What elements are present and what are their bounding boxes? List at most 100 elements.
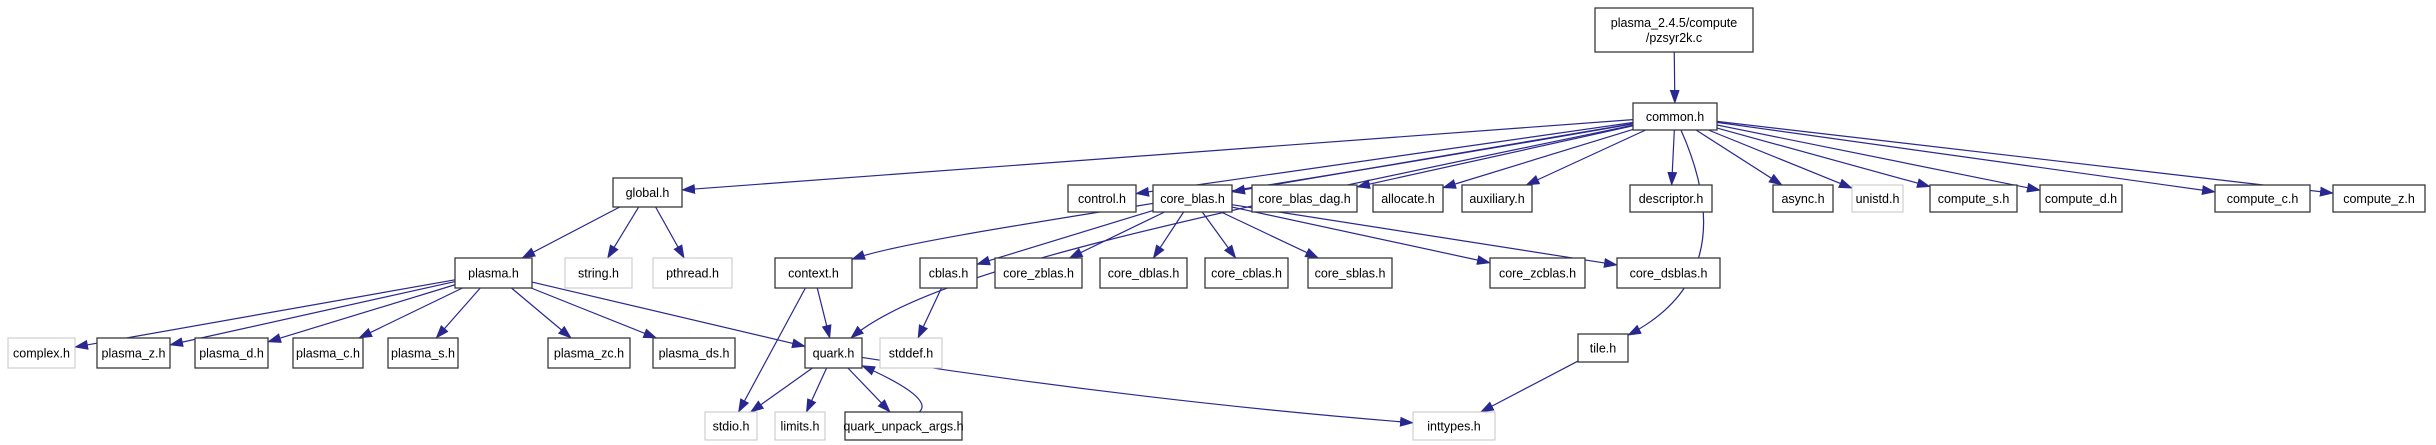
graph-node-label: global.h [626,186,670,200]
edge-plasma-to-quark [531,281,806,349]
graph-node-label: descriptor.h [1639,192,1704,206]
edge-common-to-descriptor [1667,129,1678,186]
edge-quark-to-stdio [749,367,813,413]
edge-common-to-compute_z [1716,120,2334,197]
graph-node-label: quark.h [813,347,855,361]
edge-common-to-auxiliary [1525,129,1646,186]
graph-node-async[interactable]: async.h [1772,184,1834,213]
graph-node-label: plasma.h [468,267,519,281]
edge-main-to-common [1669,51,1680,104]
edge-core_blas-to-core_dblas [1152,211,1185,259]
graph-node-unistd: unistd.h [1851,184,1904,213]
graph-node-cblas[interactable]: cblas.h [919,257,978,289]
graph-node-auxiliary[interactable]: auxiliary.h [1461,184,1533,213]
edge-quark-to-inttypes [861,356,1414,427]
graph-node-control[interactable]: control.h [1067,184,1137,213]
graph-node-core_blas[interactable]: core_blas.h [1152,184,1233,213]
edge-core_blas-to-core_cblas [1201,211,1237,259]
graph-node-label: plasma_d.h [199,347,264,361]
edge-common-to-compute_c [1716,121,2216,196]
edge-cblas-to-stddef [917,287,943,339]
graph-node-core_dblas[interactable]: core_dblas.h [1099,257,1188,289]
graph-node-label: limits.h [781,420,820,434]
graph-node-string: string.h [564,257,633,289]
graph-node-tile[interactable]: tile.h [1577,333,1629,363]
graph-node-label: core_dsblas.h [1630,267,1708,281]
graph-node-label: core_cblas.h [1211,267,1282,281]
graph-node-compute_z[interactable]: compute_z.h [2332,184,2426,213]
graph-node-label: core_dblas.h [1108,267,1180,281]
graph-node-main: plasma_2.4.5/compute/pzsyr2k.c [1594,7,1754,53]
graph-node-plasma[interactable]: plasma.h [454,257,533,289]
graph-node-compute_c[interactable]: compute_c.h [2214,184,2311,213]
graph-node-label: unistd.h [1856,192,1900,206]
edge-global-to-string [607,206,640,259]
edge-quark-to-limits [805,367,828,413]
edge-plasma-to-complex [74,279,456,350]
graph-node-label: common.h [1646,110,1704,124]
edge-plasma-to-plasma_zc [511,287,572,339]
graph-node-descriptor[interactable]: descriptor.h [1629,184,1713,213]
edge-common-to-control [1135,121,1634,197]
graph-node-complex: complex.h [7,337,76,369]
graph-node-plasma_c[interactable]: plasma_c.h [292,337,364,369]
graph-node-core_dsblas[interactable]: core_dsblas.h [1616,257,1721,289]
graph-node-compute_d[interactable]: compute_d.h [2039,184,2123,213]
graph-node-label: core_blas_dag.h [1258,192,1350,206]
edge-plasma-to-plasma_c [358,287,463,339]
graph-node-label: plasma_c.h [296,347,360,361]
graph-node-plasma_z[interactable]: plasma_z.h [96,337,171,369]
edge-global-to-plasma [521,206,621,259]
graph-node-plasma_s[interactable]: plasma_s.h [387,337,459,369]
edge-global-to-pthread [655,206,685,259]
edge-common-to-quark [850,124,1634,339]
edge-context-to-stdio [738,287,806,413]
graph-node-inttypes: inttypes.h [1412,411,1496,441]
graph-node-quark[interactable]: quark.h [804,337,863,369]
graph-node-core_zblas[interactable]: core_zblas.h [994,257,1083,289]
graph-node-label: core_zcblas.h [1499,267,1576,281]
graph-node-label: string.h [578,267,619,281]
graph-node-core_blas_dag[interactable]: core_blas_dag.h [1251,184,1358,213]
edge-tile-to-inttypes [1479,360,1579,413]
graph-node-label: control.h [1078,192,1126,206]
edge-plasma-to-plasma_d [267,284,456,343]
graph-node-allocate[interactable]: allocate.h [1372,184,1444,213]
edge-common-to-unistd [1708,129,1853,189]
graph-node-limits: limits.h [774,411,826,441]
graph-node-common[interactable]: common.h [1632,102,1718,131]
graph-node-label: quark_unpack_args.h [843,420,963,434]
graph-node-label: tile.h [1590,342,1616,356]
graph-node-label: stddef.h [889,347,934,361]
graph-node-core_sblas[interactable]: core_sblas.h [1307,257,1393,289]
graph-node-label: auxiliary.h [1469,192,1524,206]
graph-node-pthread: pthread.h [652,257,733,289]
graph-node-core_zcblas[interactable]: core_zcblas.h [1489,257,1586,289]
graph-node-label: core_zblas.h [1003,267,1074,281]
graph-node-label: plasma_ds.h [659,347,730,361]
edge-context-to-quark [816,287,832,339]
graph-node-label: stdio.h [713,420,750,434]
graph-node-label: core_blas.h [1160,192,1225,206]
graph-node-label: async.h [1781,192,1824,206]
graph-node-compute_s[interactable]: compute_s.h [1929,184,2018,213]
graph-node-label: compute_c.h [2227,192,2299,206]
graph-node-stddef: stddef.h [879,337,943,369]
edge-plasma-to-plasma_z [169,280,456,347]
graph-node-label: allocate.h [1381,192,1435,206]
graph-node-stdio: stdio.h [704,411,758,441]
graph-node-global[interactable]: global.h [612,177,683,208]
graph-node-quark_unpack_args[interactable]: quark_unpack_args.h [843,411,964,441]
edge-common-to-compute_s [1716,127,1931,188]
edge-plasma-to-plasma_s [435,287,481,339]
graph-node-plasma_d[interactable]: plasma_d.h [194,337,269,369]
graph-node-plasma_ds[interactable]: plasma_ds.h [652,337,736,369]
graph-node-plasma_zc[interactable]: plasma_zc.h [547,337,631,369]
graph-node-label: plasma_z.h [102,347,166,361]
graph-node-label: plasma_s.h [391,347,455,361]
graph-node-label: plasma_zc.h [554,347,624,361]
graph-node-core_cblas[interactable]: core_cblas.h [1204,257,1289,289]
graph-node-context[interactable]: context.h [774,257,853,289]
